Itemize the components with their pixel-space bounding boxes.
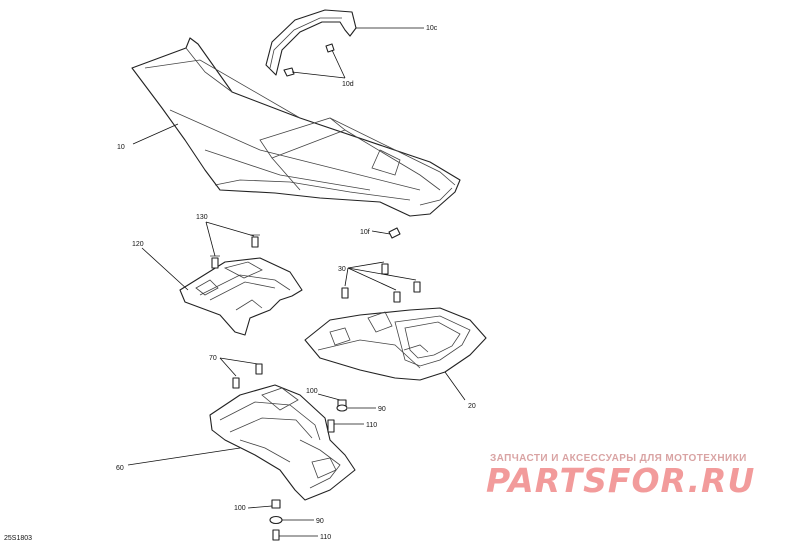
leader-lines — [127, 27, 466, 537]
figure-id: 25S1803 — [4, 535, 32, 542]
watermark-tagline: ЗАПЧАСТИ И АКСЕССУАРЫ ДЛЯ МОТОТЕХНИКИ — [490, 453, 747, 464]
callout-nut-lower: 90 — [316, 518, 324, 525]
watermark-logo: PARTSFOR.RU — [486, 461, 755, 500]
callout-nut-upper: 90 — [378, 406, 386, 413]
bolt-lower — [272, 529, 280, 541]
strap-part — [265, 9, 357, 77]
screw-rack-2 — [381, 263, 389, 275]
callout-strap-clip: 10d — [342, 81, 354, 88]
callout-screws-rack: 30 — [338, 266, 346, 273]
callout-seat: 10 — [117, 144, 125, 151]
screw-lower-left — [232, 377, 240, 389]
bushing-lower — [271, 499, 281, 509]
seat-part — [131, 37, 461, 217]
nut-upper — [336, 404, 348, 412]
callout-bolt-upper: 110 — [366, 422, 377, 429]
callout-screws-lower: 70 — [209, 355, 217, 362]
screw-upper-right — [250, 234, 260, 248]
callout-strap: 10c — [426, 25, 438, 32]
callout-bushing-lower: 100 — [234, 505, 246, 512]
upper-support-part — [179, 257, 303, 336]
screw-rack-1 — [341, 287, 349, 299]
bolt-upper — [327, 419, 335, 433]
callout-screws-upper: 130 — [196, 214, 208, 221]
callout-lower-support: 60 — [116, 465, 124, 472]
rack-part — [304, 307, 487, 381]
callout-bolt-lower: 110 — [320, 534, 331, 541]
callout-rack: 20 — [468, 403, 476, 410]
screw-rack-4 — [413, 281, 421, 293]
callout-seat-latch: 10f — [360, 229, 370, 236]
screw-lower-right — [255, 363, 263, 375]
nut-lower — [269, 515, 283, 525]
lower-support-part — [209, 384, 356, 501]
screw-upper-left — [210, 255, 220, 269]
callout-upper-support: 120 — [132, 241, 144, 248]
callout-bushing-upper: 100 — [306, 388, 318, 395]
seat-latch-part — [388, 227, 401, 239]
screw-rack-3 — [393, 291, 401, 303]
